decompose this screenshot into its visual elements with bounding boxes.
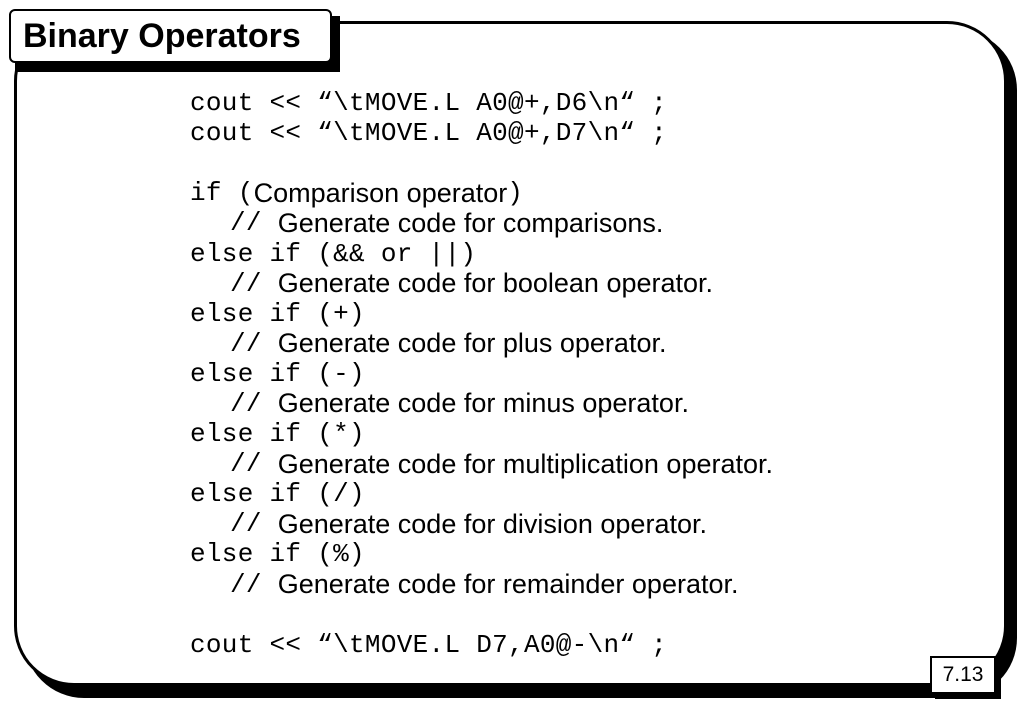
code-line: else if (%) (190, 539, 990, 569)
comment-text: Generate code for remainder operator. (277, 569, 739, 600)
code-line: else if (-) (190, 359, 990, 389)
code-prose: Comparison operator (253, 177, 508, 208)
comment-line: // Generate code for remainder operator. (190, 569, 990, 600)
comment-marker: // (230, 208, 278, 239)
code-text: else if (*) (190, 419, 365, 450)
code-line: cout << “\tMOVE.L A0@+,D7\n“ ; (190, 118, 990, 148)
code-text: else if (+) (190, 298, 365, 329)
code-text: else if (%) (190, 539, 365, 570)
comment-line: // Generate code for multiplication oper… (190, 448, 990, 480)
comment-text: Generate code for boolean operator. (277, 268, 714, 299)
slide-frame (14, 21, 1007, 686)
code-text: if ( (190, 178, 254, 209)
code-line: if (Comparison operator) (190, 177, 990, 209)
comment-text: Generate code for division operator. (277, 508, 707, 539)
code-line: else if (*) (190, 419, 990, 449)
comment-text: Generate code for minus operator. (277, 388, 689, 419)
comment-line: // Generate code for minus operator. (190, 388, 990, 419)
comment-text: Generate code for comparisons. (277, 207, 664, 238)
comment-text: Generate code for plus operator. (277, 328, 667, 359)
code-text: else if (/) (190, 479, 365, 510)
code-text: else if (-) (190, 358, 365, 389)
code-text: cout << “\tMOVE.L D7,A0@-\n“ ; (190, 629, 668, 660)
comment-line: // Generate code for division operator. (190, 508, 990, 540)
code-block: cout << “\tMOVE.L A0@+,D6\n“ ; cout << “… (190, 88, 990, 660)
code-text: cout << “\tMOVE.L A0@+,D6\n“ ; (190, 88, 668, 119)
comment-line: // Generate code for comparisons. (190, 207, 990, 239)
code-text: else if (&& or ||) (190, 238, 477, 269)
slide-title: Binary Operators (9, 9, 332, 63)
comment-line: // Generate code for plus operator. (190, 328, 990, 359)
code-line: else if (+) (190, 299, 990, 329)
blank-line (190, 600, 990, 630)
code-line: cout << “\tMOVE.L D7,A0@-\n“ ; (190, 630, 990, 660)
page-number: 7.13 (930, 656, 996, 694)
comment-marker: // (230, 328, 278, 359)
comment-marker: // (230, 388, 278, 419)
code-text: ) (507, 178, 524, 209)
code-line: else if (/) (190, 479, 990, 509)
code-line: cout << “\tMOVE.L A0@+,D6\n“ ; (190, 88, 990, 118)
comment-marker: // (230, 509, 278, 540)
code-text: cout << “\tMOVE.L A0@+,D7\n“ ; (190, 118, 668, 149)
comment-text: Generate code for multiplication operato… (277, 448, 773, 479)
comment-marker: // (230, 569, 278, 600)
comment-marker: // (230, 449, 278, 480)
blank-line (190, 148, 990, 178)
comment-line: // Generate code for boolean operator. (190, 268, 990, 299)
code-line: else if (&& or ||) (190, 238, 990, 269)
comment-marker: // (230, 268, 278, 299)
